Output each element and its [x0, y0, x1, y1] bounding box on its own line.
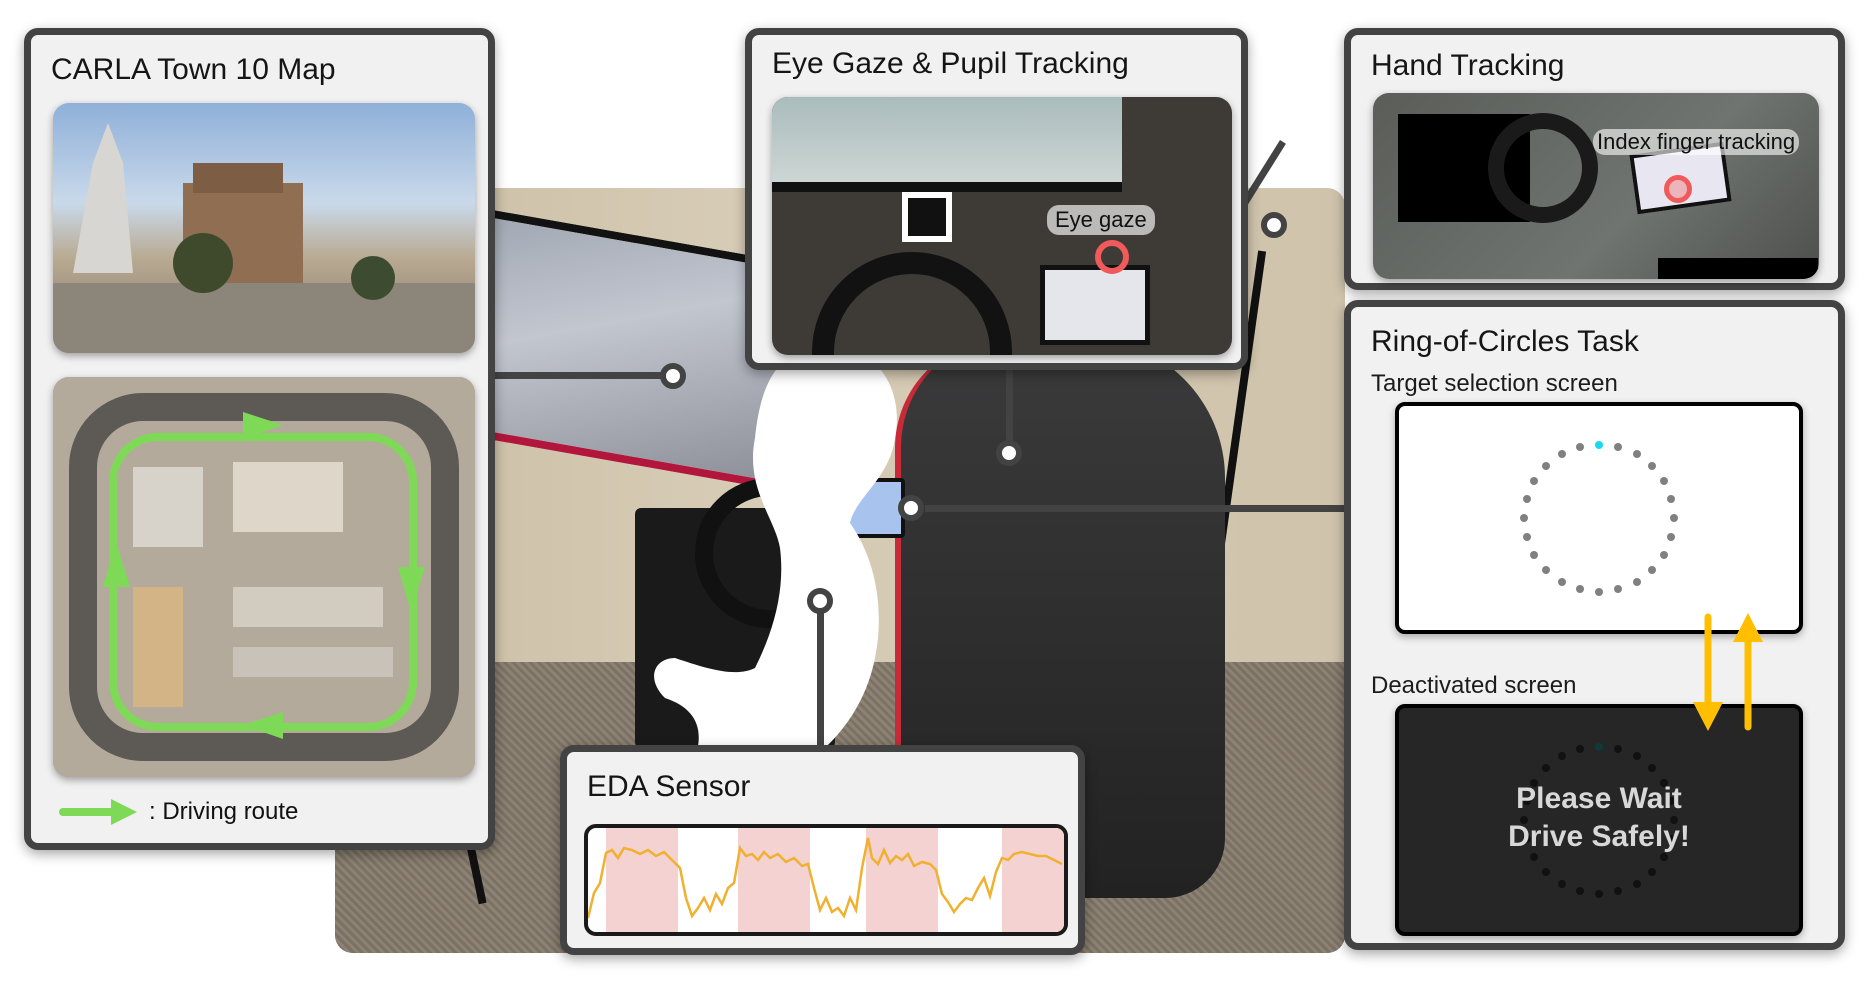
connector-eda-hand — [817, 600, 824, 745]
eda-signal-plot — [584, 824, 1068, 936]
ring-dot[interactable] — [1648, 462, 1657, 471]
ring-dot[interactable] — [1659, 779, 1668, 788]
ring-dot[interactable] — [1614, 443, 1623, 451]
eda-sensor-panel-title: EDA Sensor — [587, 770, 751, 803]
ring-dot[interactable] — [1667, 533, 1676, 542]
ring-dot[interactable] — [1530, 550, 1539, 559]
index-finger-label: Index finger tracking — [1593, 129, 1800, 155]
deactivated-screen: Please Wait Drive Safely! — [1395, 704, 1803, 936]
eye-gaze-panel: Eye Gaze & Pupil Tracking Eye gaze — [745, 28, 1248, 370]
gaze-marker-icon — [1095, 240, 1129, 274]
ring-dot[interactable] — [1557, 577, 1566, 586]
task-tablet — [1040, 265, 1150, 345]
eye-gaze-label: Eye gaze — [1047, 205, 1155, 235]
ring-dot[interactable] — [1530, 852, 1539, 861]
ring-dot[interactable] — [1614, 584, 1623, 593]
eye-gaze-panel-title: Eye Gaze & Pupil Tracking — [772, 47, 1129, 80]
ring-dot[interactable] — [1648, 764, 1657, 773]
ring-of-circles — [1399, 406, 1799, 630]
ring-dot[interactable] — [1632, 752, 1641, 761]
ring-dot[interactable] — [1670, 816, 1678, 824]
target-dot[interactable] — [1595, 440, 1603, 449]
map-panel: CARLA Town 10 Map — [24, 28, 495, 850]
callout-node-monitor — [660, 363, 686, 389]
callout-node-head — [996, 440, 1022, 466]
route-map — [53, 377, 475, 777]
steering-wheel — [812, 252, 1012, 355]
ring-dot[interactable] — [1648, 867, 1657, 876]
ring-dot[interactable] — [1575, 584, 1584, 593]
ring-dot[interactable] — [1530, 779, 1539, 788]
ring-dot[interactable] — [1632, 450, 1641, 459]
ring-dot[interactable] — [1541, 462, 1550, 471]
ring-dot[interactable] — [1522, 494, 1531, 503]
callout-node-hand — [807, 588, 833, 614]
eye-camera-image: Eye gaze — [772, 97, 1232, 355]
ring-dot[interactable] — [1667, 494, 1676, 503]
street-view-image — [53, 103, 475, 353]
map-panel-title: CARLA Town 10 Map — [51, 53, 336, 86]
route-legend: : Driving route — [59, 797, 298, 827]
target-dot[interactable] — [1595, 742, 1603, 751]
ring-dot[interactable] — [1541, 565, 1550, 574]
callout-node-tablet — [898, 495, 924, 521]
ring-dot[interactable] — [1522, 533, 1531, 542]
ring-dot[interactable] — [1632, 879, 1641, 888]
hand-tracking-panel: Hand Tracking Index finger tracking — [1344, 28, 1845, 290]
ring-dot[interactable] — [1522, 835, 1531, 844]
hand-tracking-panel-title: Hand Tracking — [1371, 49, 1565, 82]
ring-dot[interactable] — [1667, 835, 1676, 844]
ring-dot[interactable] — [1667, 796, 1676, 805]
ring-dot[interactable] — [1541, 764, 1550, 773]
transition-arrows-icon — [1693, 613, 1763, 731]
ring-dot[interactable] — [1659, 852, 1668, 861]
ring-dot[interactable] — [1614, 745, 1623, 753]
target-selection-screen — [1395, 402, 1803, 634]
connector-eye-head — [1006, 370, 1013, 455]
ring-task-panel-title: Ring-of-Circles Task — [1371, 325, 1639, 358]
finger-marker-icon — [1664, 175, 1692, 203]
ring-dot[interactable] — [1557, 879, 1566, 888]
ring-dot[interactable] — [1595, 587, 1603, 596]
scene-monitor — [772, 97, 1122, 192]
ring-dot[interactable] — [1557, 450, 1566, 459]
wait-message-line2: Drive Safely! — [1508, 820, 1690, 853]
ring-dot[interactable] — [1522, 796, 1531, 805]
target-selection-label: Target selection screen — [1371, 370, 1618, 397]
ring-dot[interactable] — [1659, 550, 1668, 559]
ring-dot[interactable] — [1595, 889, 1603, 898]
callout-node-camera — [1261, 212, 1287, 238]
ring-dot[interactable] — [1557, 752, 1566, 761]
ring-dot[interactable] — [1648, 565, 1657, 574]
ring-dot[interactable] — [1520, 816, 1528, 824]
hand-camera-image: Index finger tracking — [1373, 93, 1819, 279]
route-legend-label: : Driving route — [149, 798, 299, 825]
ring-dot[interactable] — [1575, 886, 1584, 895]
ring-dot[interactable] — [1520, 514, 1528, 522]
ring-dot[interactable] — [1541, 867, 1550, 876]
connector-map-monitor — [495, 372, 675, 379]
steering-wheel — [1488, 113, 1598, 223]
wait-message-line1: Please Wait — [1516, 782, 1682, 815]
deactivated-label: Deactivated screen — [1371, 672, 1577, 699]
wait-message: Please Wait Drive Safely! — [1399, 780, 1799, 856]
aruco-marker — [902, 192, 952, 242]
ring-dot[interactable] — [1530, 477, 1539, 486]
lower-redaction — [1658, 258, 1818, 279]
ring-dot[interactable] — [1575, 443, 1584, 451]
green-arrow-icon — [59, 799, 137, 825]
ring-task-panel: Ring-of-Circles Task Target selection sc… — [1344, 300, 1845, 950]
eda-sensor-panel: EDA Sensor — [560, 745, 1085, 955]
ring-dot[interactable] — [1575, 745, 1584, 753]
ring-dot[interactable] — [1659, 477, 1668, 486]
connector-ring-tablet — [925, 505, 1345, 512]
aerial-map-image — [53, 377, 475, 777]
ring-dot[interactable] — [1632, 577, 1641, 586]
ring-dot[interactable] — [1670, 514, 1678, 522]
ring-of-circles-dimmed — [1399, 708, 1799, 932]
ring-dot[interactable] — [1614, 886, 1623, 895]
